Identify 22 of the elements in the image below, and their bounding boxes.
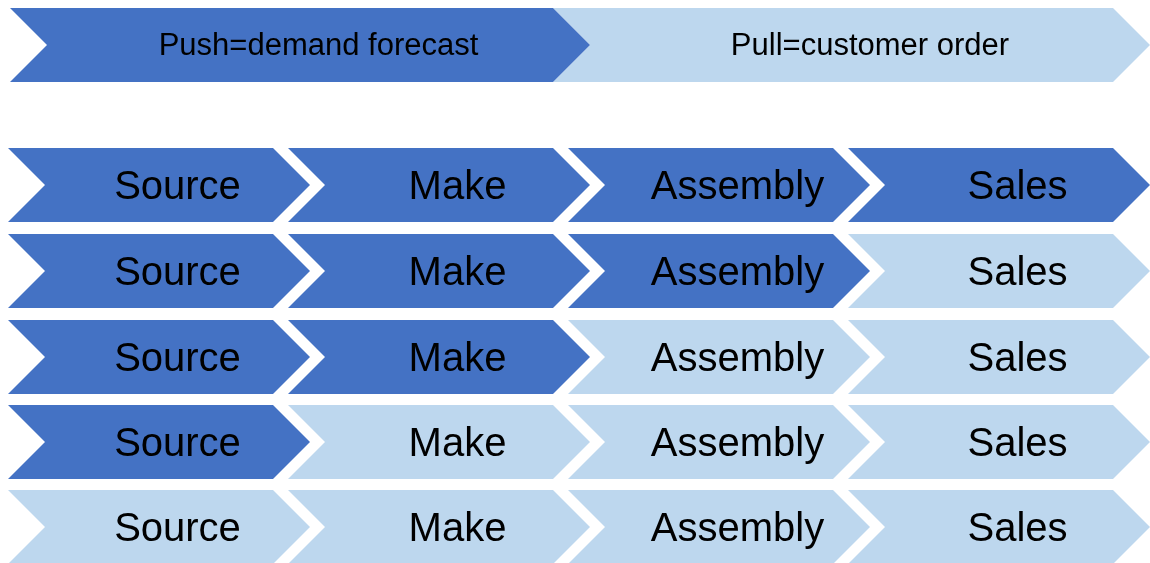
step-label: Assembly <box>650 419 825 465</box>
step-label: Source <box>114 504 241 550</box>
step-label: Sales <box>967 334 1068 380</box>
step-label: Assembly <box>650 504 825 550</box>
step-label: Make <box>408 248 507 294</box>
step-label: Make <box>408 419 507 465</box>
step-label: Sales <box>967 504 1068 550</box>
step-label: Source <box>114 248 241 294</box>
step-label: Sales <box>967 162 1068 208</box>
step-label: Sales <box>967 248 1068 294</box>
step-label: Source <box>114 419 241 465</box>
step-label: Make <box>408 334 507 380</box>
step-label: Assembly <box>650 248 825 294</box>
step-label: Make <box>408 504 507 550</box>
strategy-label: Push=demand forecast <box>158 27 479 63</box>
step-label: Assembly <box>650 162 825 208</box>
step-label: Source <box>114 334 241 380</box>
step-label: Assembly <box>650 334 825 380</box>
strategy-label: Pull=customer order <box>730 27 1010 63</box>
step-label: Source <box>114 162 241 208</box>
step-label: Make <box>408 162 507 208</box>
step-label: Sales <box>967 419 1068 465</box>
